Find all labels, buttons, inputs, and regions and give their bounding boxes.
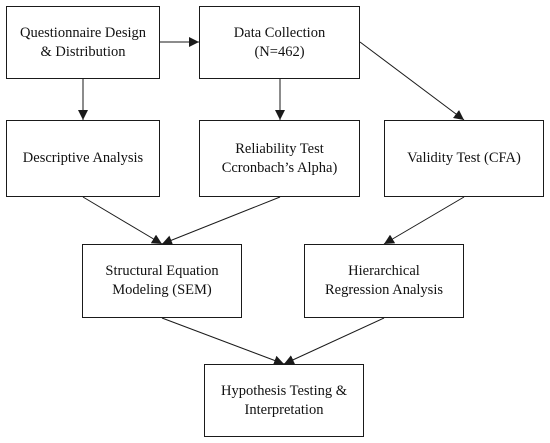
arrow-collection-to-validity — [359, 41, 465, 121]
node-questionnaire-line1: Questionnaire Design — [19, 24, 147, 41]
arrow-reliability-to-sem — [161, 196, 281, 245]
node-sem-line1: Structural Equation — [105, 263, 219, 279]
node-reliability-test: Reliability Test Ccronbach’s Alpha) — [199, 120, 360, 197]
node-questionnaire-line2: & Distribution — [40, 43, 126, 60]
node-descriptive-line1: Descriptive Analysis — [22, 150, 144, 166]
node-sem-line2: Modeling (SEM) — [112, 282, 212, 298]
node-reliability-line2: Ccronbach’s Alpha) — [221, 159, 338, 176]
node-hypothesis-testing: Hypothesis Testing & Interpretation — [204, 364, 364, 437]
node-questionnaire-design: Questionnaire Design & Distribution — [6, 6, 160, 79]
node-collection-line2: (N=462) — [254, 43, 305, 60]
node-collection-line1: Data Collection — [233, 24, 326, 41]
arrow-hierarchical-to-hypothesis — [283, 317, 385, 365]
node-validity-test: Validity Test (CFA) — [384, 120, 544, 197]
node-data-collection: Data Collection (N=462) — [199, 6, 360, 79]
node-validity-line1: Validity Test (CFA) — [407, 150, 521, 166]
node-hierarchical-regression: Hierarchical Regression Analysis — [304, 244, 464, 318]
node-reliability-line1: Reliability Test — [235, 140, 324, 157]
node-descriptive-analysis: Descriptive Analysis — [6, 120, 160, 197]
arrow-validity-to-hierarchical — [383, 196, 465, 245]
node-hypothesis-line2: Interpretation — [244, 401, 324, 418]
node-structural-equation-modeling: Structural Equation Modeling (SEM) — [82, 244, 242, 318]
node-hierarchical-line1: Hierarchical — [348, 263, 420, 279]
node-hypothesis-line1: Hypothesis Testing & — [221, 382, 347, 399]
node-hierarchical-line2: Regression Analysis — [324, 282, 443, 298]
arrow-sem-to-hypothesis — [161, 317, 285, 366]
arrow-descriptive-to-sem — [82, 196, 163, 245]
